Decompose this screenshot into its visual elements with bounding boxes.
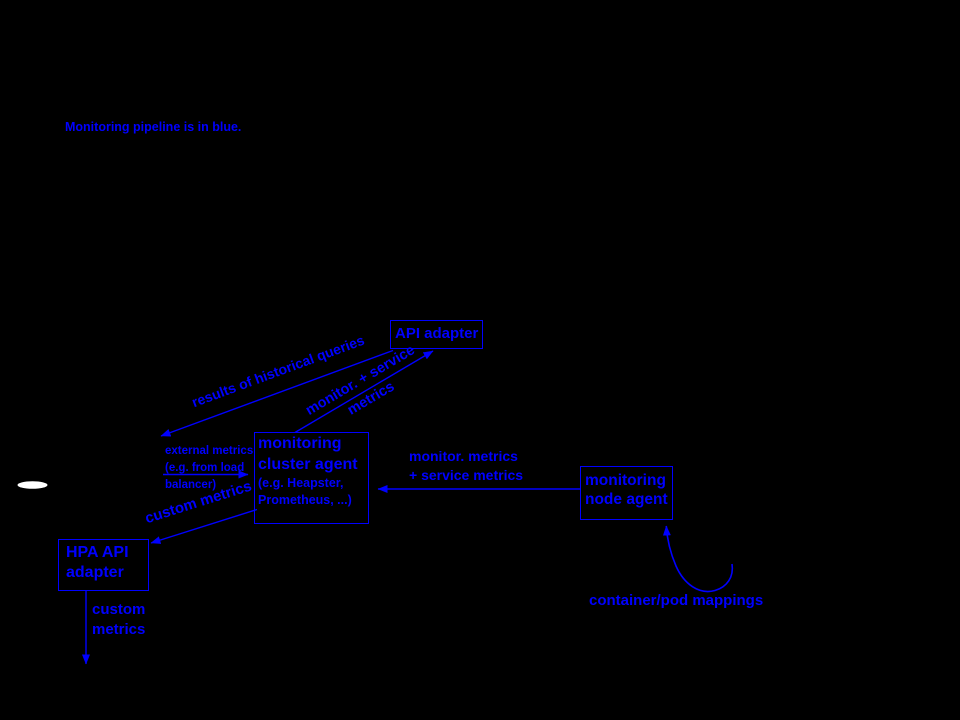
edge-label-line: (e.g. from load bbox=[165, 462, 245, 474]
edge-label-line: metrics bbox=[92, 621, 146, 638]
container-pod-mappings-edge-label: container/pod mappings bbox=[589, 592, 764, 609]
cluster-agent-subtitle-line: (e.g. Heapster, bbox=[258, 476, 344, 490]
container-pod-mappings-arrow bbox=[662, 525, 734, 593]
hpa-api-adapter-node: HPA API adapter bbox=[58, 539, 149, 591]
edge-label-line: custom bbox=[92, 601, 146, 618]
cluster-agent-title-line: cluster agent bbox=[258, 456, 358, 473]
node-agent-title-line: monitoring bbox=[585, 472, 666, 489]
api-adapter-label: API adapter bbox=[395, 325, 479, 342]
node-to-cluster-edge-label: monitor. metrics + service metrics bbox=[409, 447, 523, 485]
hpa-adapter-title-line: adapter bbox=[66, 564, 124, 581]
edge-label-line: external metrics bbox=[165, 445, 254, 457]
highlight-ellipse bbox=[17, 481, 48, 489]
historical-queries-arrow bbox=[160, 349, 394, 437]
cluster-agent-title-line: monitoring bbox=[258, 435, 342, 452]
api-adapter-node: API adapter bbox=[390, 320, 483, 349]
monitor-service-metrics-arrow bbox=[294, 350, 434, 434]
monitoring-cluster-agent-node: monitoring cluster agent (e.g. Heapster,… bbox=[254, 432, 369, 524]
custom-metrics-arrow bbox=[150, 508, 258, 544]
edge-label-line: + service metrics bbox=[409, 467, 524, 483]
custom-metrics-out-edge-label: custom metrics bbox=[92, 600, 145, 640]
monitoring-node-agent-node: monitoring node agent bbox=[580, 466, 673, 520]
cluster-agent-subtitle-line: Prometheus, ...) bbox=[258, 493, 352, 507]
node-agent-title-line: node agent bbox=[585, 491, 668, 508]
edge-label-line: monitor. metrics bbox=[409, 448, 518, 464]
external-metrics-edge-label: external metrics (e.g. from load balance… bbox=[165, 443, 253, 494]
hpa-adapter-title-line: HPA API bbox=[66, 544, 129, 561]
note-monitoring-pipeline: Monitoring pipeline is in blue. bbox=[65, 120, 242, 134]
edge-label-line: balancer) bbox=[165, 479, 217, 491]
